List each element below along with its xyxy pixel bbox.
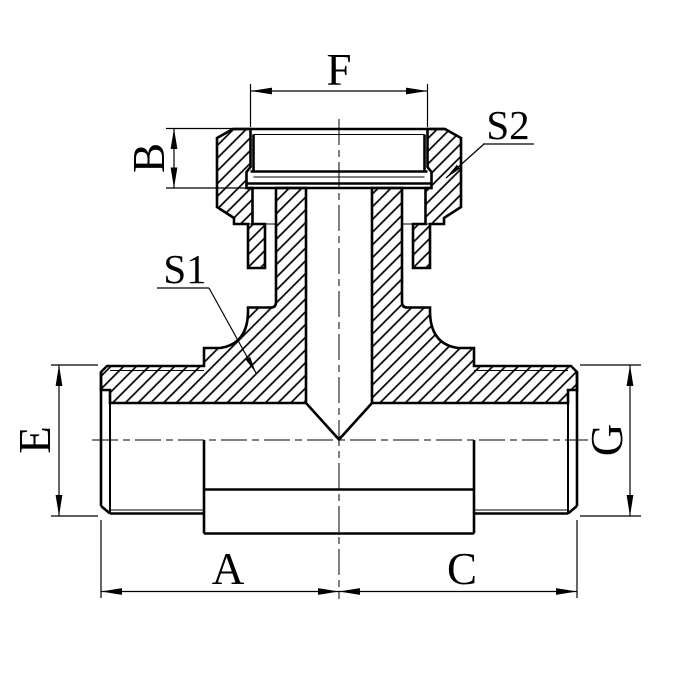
dimension-label-c: C (447, 544, 477, 594)
dimension-f: F (249, 45, 429, 127)
leader-label-s1: S1 (163, 246, 206, 292)
dimension-label-a: A (212, 544, 245, 594)
e-arrow-bottom (55, 495, 63, 516)
nut-right-half-section (411, 127, 463, 270)
body-section (99, 186, 579, 442)
g-arrow-bottom (626, 495, 634, 516)
g-arrow-top (626, 365, 634, 386)
a-arrow-center-left (318, 588, 339, 595)
b-arrow-top (170, 128, 178, 149)
body-right-half-section (370, 186, 579, 405)
nut-left-half-section (215, 127, 267, 270)
c-arrow-center-right (339, 588, 360, 595)
leader-s2: S2 (445, 102, 534, 179)
dimension-label-e: E (10, 426, 60, 454)
b-arrow-bottom (170, 167, 178, 188)
leader-label-s2: S2 (486, 102, 529, 148)
e-arrow-top (55, 365, 63, 386)
right-end-chamfer (567, 505, 578, 515)
body-left-half-section (99, 186, 308, 405)
dimension-e: E (10, 364, 98, 517)
dimension-label-b: B (124, 143, 174, 173)
leader-s1: S1 (157, 246, 257, 374)
f-arrow-right (406, 87, 428, 95)
dimension-g: G (580, 364, 641, 517)
dimension-label-f: F (326, 45, 351, 95)
dimension-b: B (124, 127, 247, 189)
left-end-chamfer (100, 505, 111, 515)
s2-leader-arrow (446, 164, 461, 178)
c-arrow-right (556, 588, 577, 595)
s1-leader-arrow (245, 356, 256, 373)
dimension-a-c: A C (100, 520, 578, 598)
centerlines (92, 119, 588, 599)
dimension-label-g: G (582, 424, 632, 457)
external-lower-half (99, 372, 579, 535)
drill-cone (305, 402, 373, 442)
a-arrow-left (101, 588, 122, 595)
f-arrow-left (250, 87, 272, 95)
